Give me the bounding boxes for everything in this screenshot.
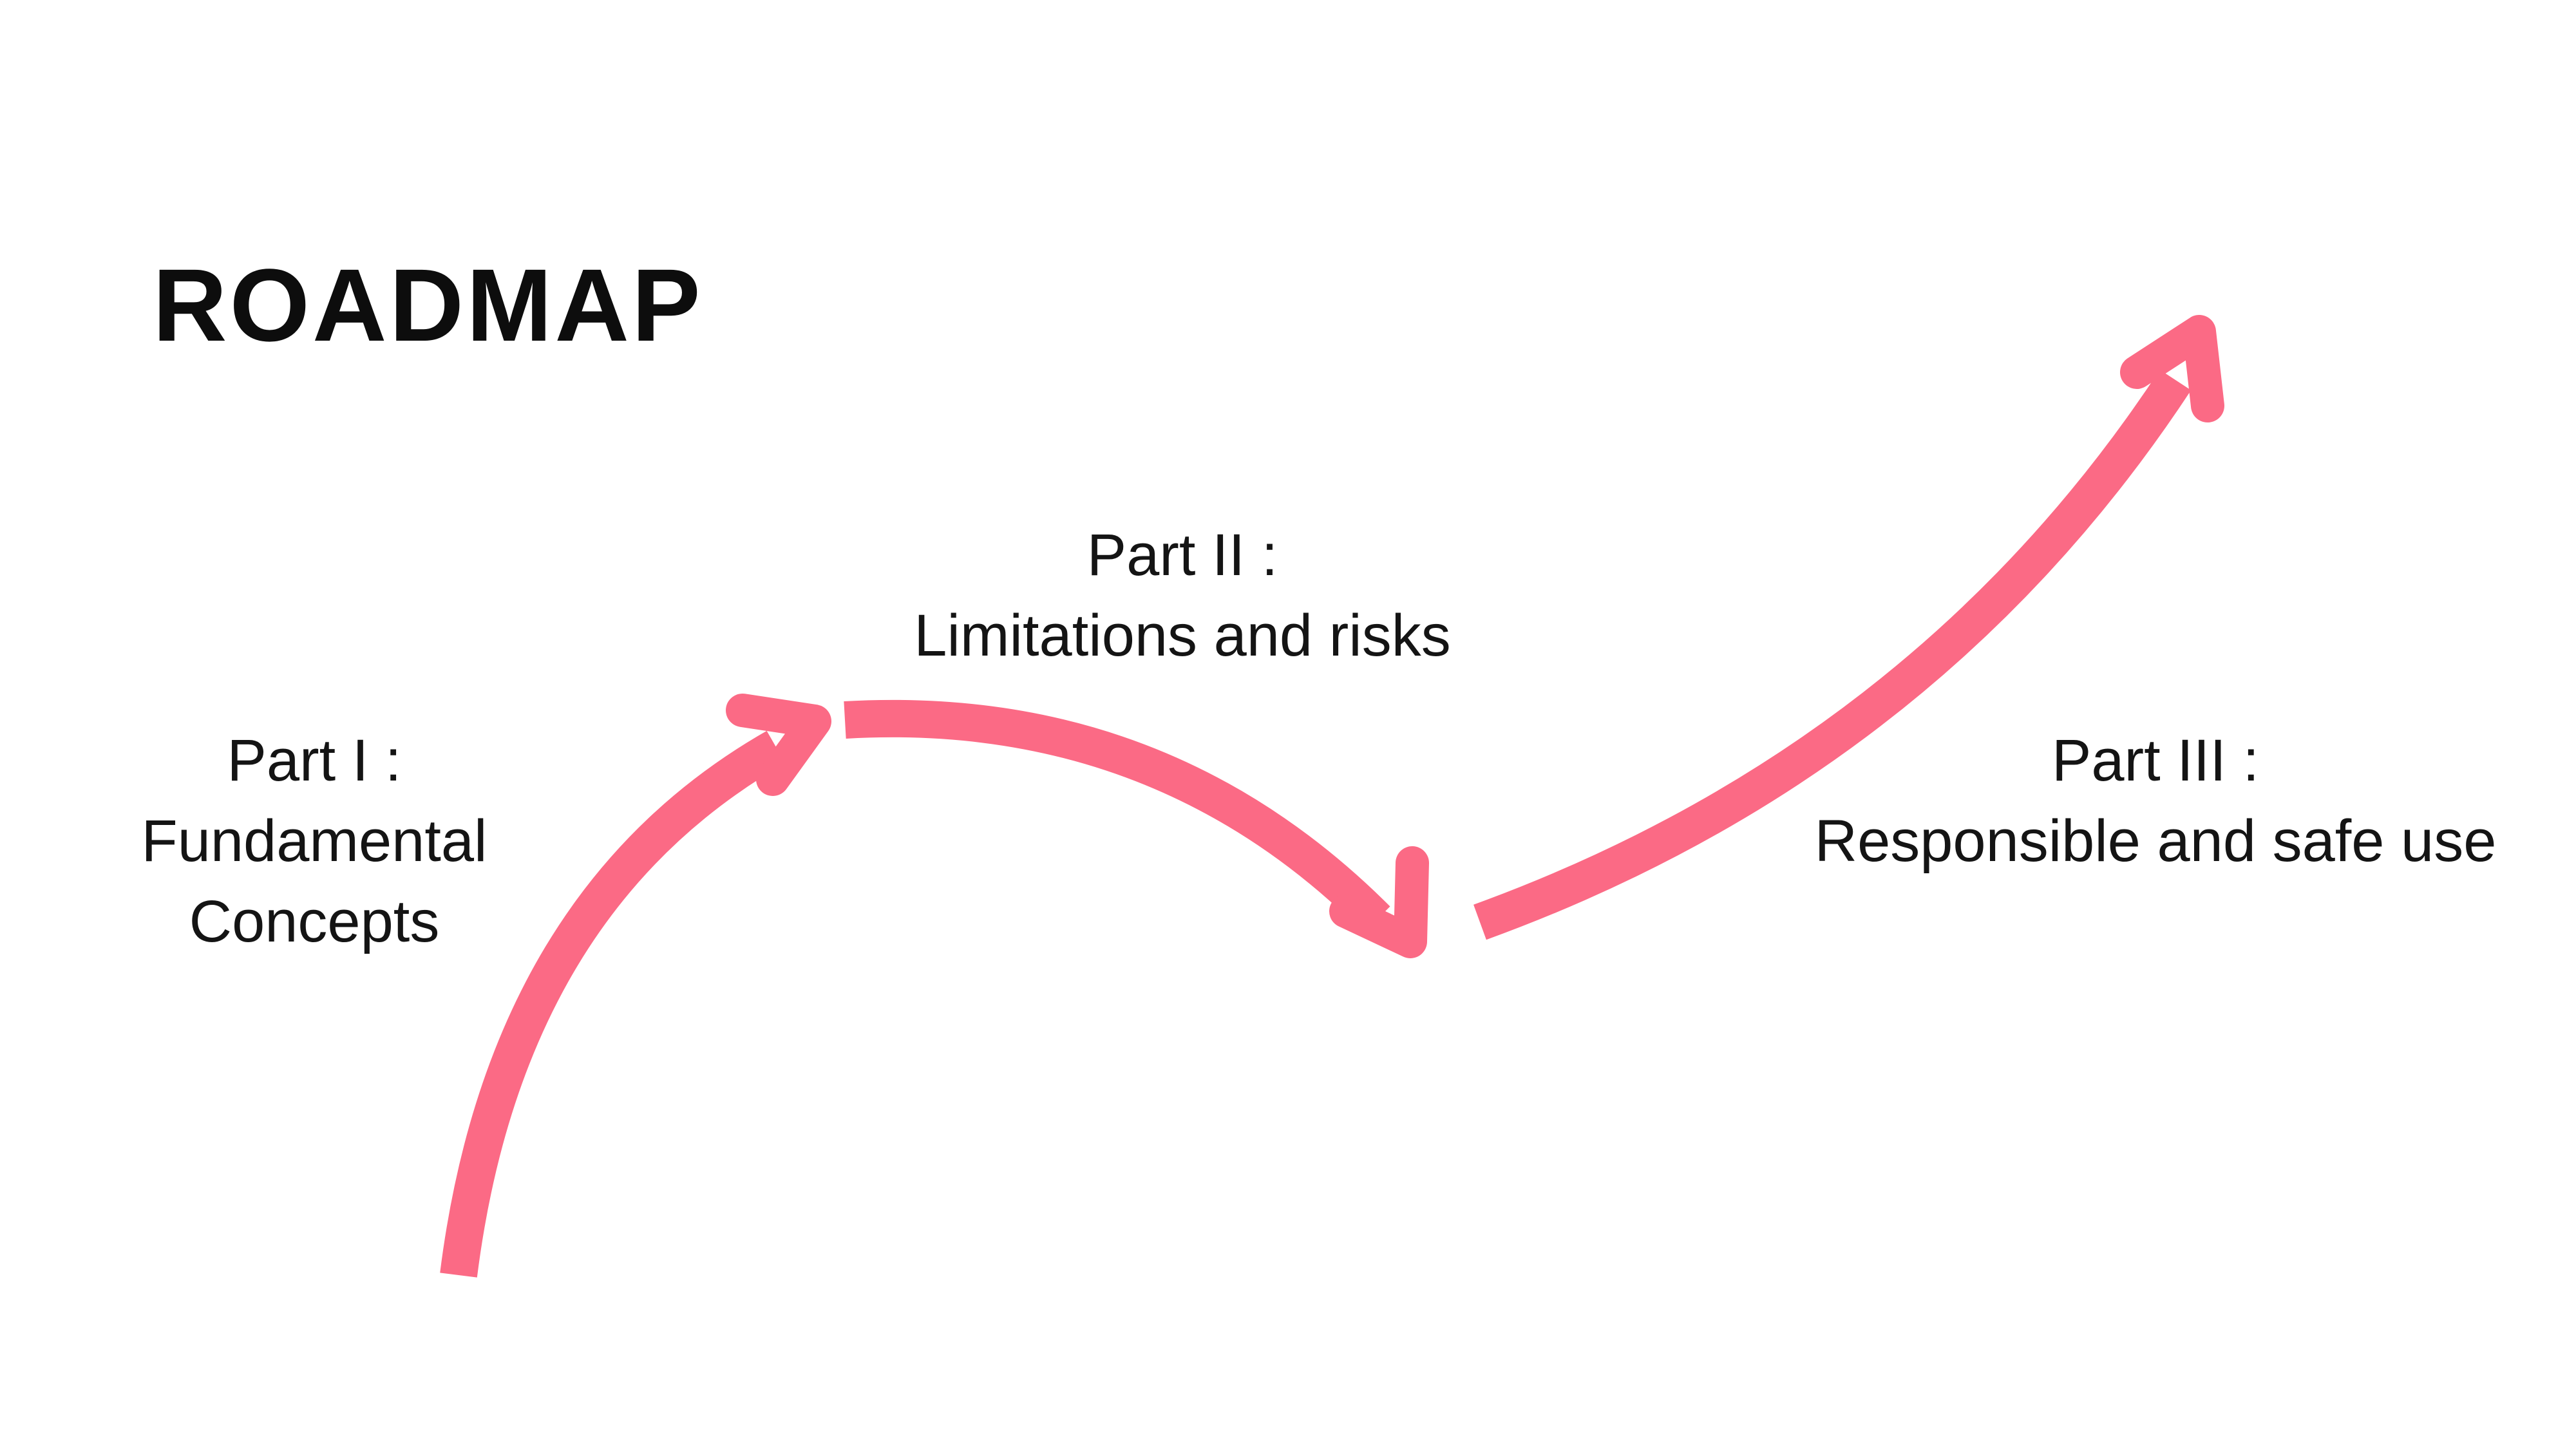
part-2-text-line: Limitations and risks <box>914 603 1451 668</box>
arrow-1-shaft <box>440 730 786 1278</box>
part-1-text-line: Concepts <box>189 889 440 954</box>
curved-arrow-1-icon <box>440 694 831 1278</box>
page-title: ROADMAP <box>153 247 703 363</box>
arrow-3-shaft <box>1473 370 2192 940</box>
arrow-1-head <box>726 694 831 796</box>
part-3-label: Part III : Responsible and safe use <box>1815 721 2497 882</box>
part-1-heading: Part I : <box>227 728 402 793</box>
part-3-text-line: Responsible and safe use <box>1814 808 2497 874</box>
arrow-3-head <box>2120 315 2224 422</box>
arrow-2-head <box>1329 846 1429 958</box>
part-2-label: Part II : Limitations and risks <box>914 515 1450 676</box>
part-2-heading: Part II : <box>1086 522 1278 588</box>
arrow-2-shaft <box>844 699 1390 933</box>
curved-arrow-2-icon <box>844 699 1429 958</box>
part-3-heading: Part III : <box>2051 728 2260 793</box>
curved-arrow-3-icon <box>1473 315 2224 940</box>
part-1-text-line: Fundamental <box>141 808 488 874</box>
part-1-label: Part I : Fundamental Concepts <box>142 721 488 962</box>
